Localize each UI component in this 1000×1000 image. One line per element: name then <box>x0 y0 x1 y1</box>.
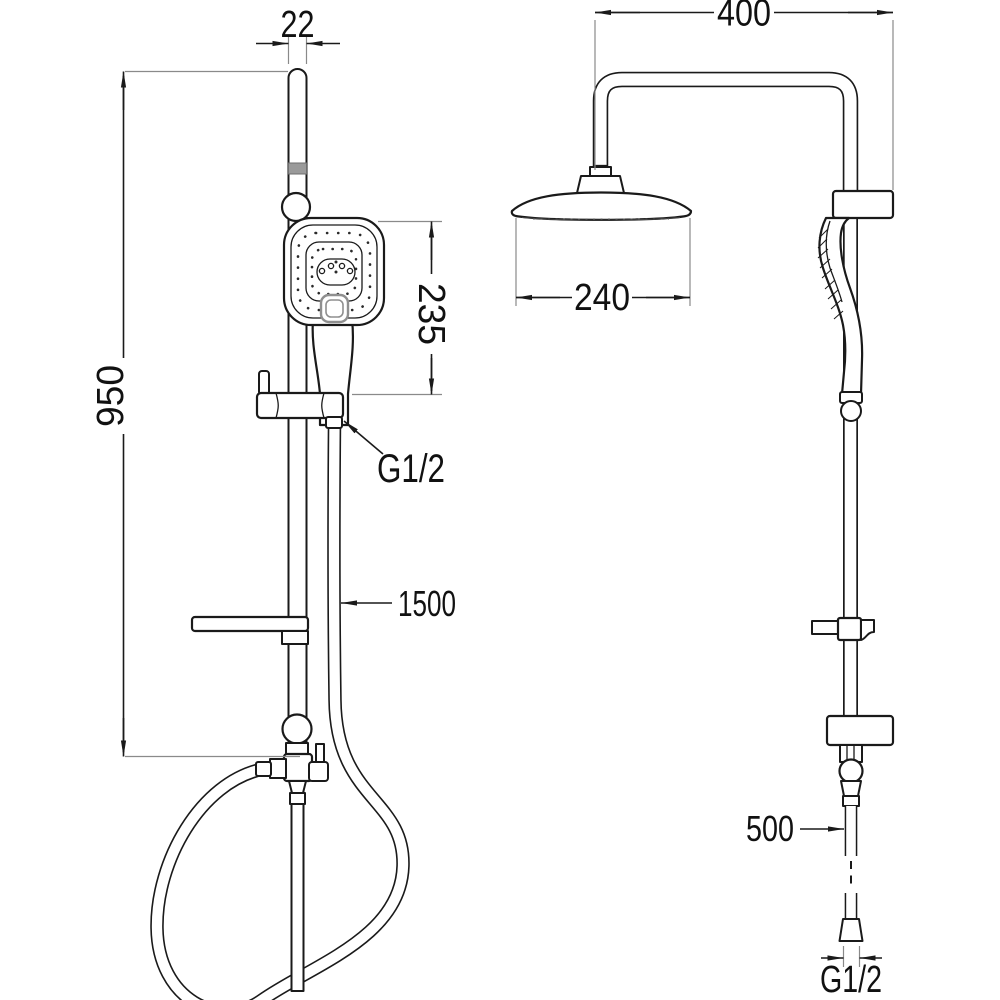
dim-lower-hose-length: 500 <box>746 808 844 849</box>
hand-shower-profile <box>817 216 864 422</box>
swivel-ball <box>838 758 864 784</box>
dim-bottom-thread-label: G1/2 <box>820 959 882 1000</box>
rain-shower-head <box>510 166 693 221</box>
profile-hatching <box>817 228 844 320</box>
nozzle-dots-inner <box>310 247 358 296</box>
bottom-wall-bracket <box>825 714 895 747</box>
dim-hand-shower-thread: G1/2 <box>343 420 445 491</box>
dim-rail-diameter-label: 22 <box>281 4 315 46</box>
side-view <box>510 71 895 942</box>
dim-hose-length-label: 1500 <box>398 583 456 624</box>
dim-rail-height: 950 <box>90 70 300 758</box>
lower-rail-tube <box>290 780 305 992</box>
head-collar <box>576 175 625 194</box>
rail-band <box>288 162 307 175</box>
shower-arm <box>592 71 859 196</box>
soap-dish <box>190 615 310 645</box>
dim-hose-length: 1500 <box>341 583 456 624</box>
dim-hand-shower-thread-label: G1/2 <box>377 447 445 491</box>
dim-arm-reach-label: 400 <box>717 0 771 35</box>
rail-top-ball <box>280 191 312 223</box>
center-spray-oval <box>316 258 356 286</box>
slider-rail <box>287 68 308 782</box>
dim-bottom-thread: G1/2 <box>820 946 882 1000</box>
dim-rail-diameter: 22 <box>256 4 340 64</box>
dim-head-diameter: 240 <box>515 218 691 319</box>
front-view <box>150 68 410 1000</box>
hose-connector <box>325 416 343 429</box>
dim-hand-shower-length: 235 <box>352 220 452 396</box>
shower-hose <box>150 417 410 1000</box>
slider-bracket <box>255 370 345 429</box>
dim-rail-height-label: 950 <box>90 365 132 427</box>
bracket-lever <box>258 370 270 396</box>
valve-ball <box>281 713 313 745</box>
top-wall-bracket <box>831 189 895 220</box>
dim-arm-reach: 400 <box>594 0 894 190</box>
mode-button <box>319 293 350 324</box>
bottom-connection <box>838 744 864 942</box>
thread-cone <box>838 918 864 942</box>
valve-lever <box>315 743 325 763</box>
dim-hand-shower-length-label: 235 <box>410 283 452 345</box>
dim-lower-hose-length-label: 500 <box>746 808 794 849</box>
hand-shower-head <box>282 216 386 327</box>
dimension-annotations: 22 400 950 235 <box>90 0 894 1000</box>
mid-bracket <box>811 616 875 642</box>
dim-head-diameter-label: 240 <box>574 277 630 319</box>
bottom-valve <box>255 713 329 805</box>
